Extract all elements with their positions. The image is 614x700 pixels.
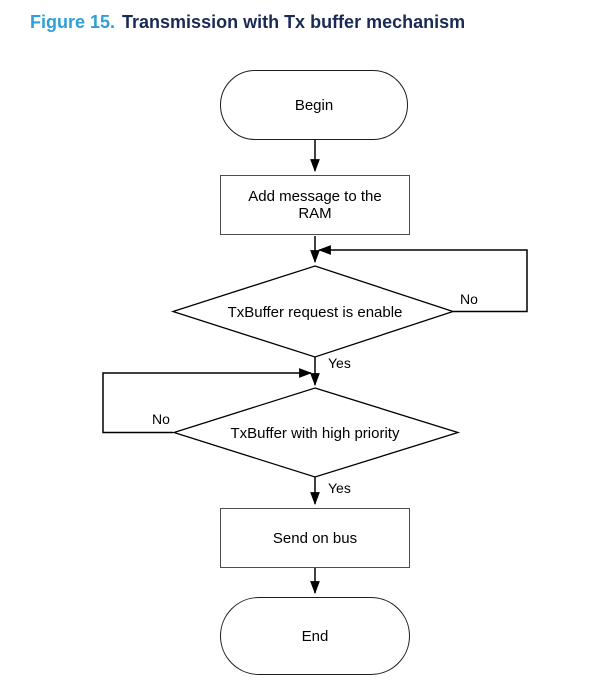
figure-title: Transmission with Tx buffer mechanism [122,12,466,32]
node-end: End [220,597,410,675]
node-begin-label: Begin [294,96,334,114]
decision-txbuffer-priority-shape [171,387,461,478]
edge-priority-no-feedback-loop [102,368,313,434]
edge-label-priority-yes: Yes [328,480,351,496]
edge-request-no-feedback-loop [317,245,528,313]
edge-label-request-yes: Yes [328,355,351,371]
decision-txbuffer-priority-label: TxBuffer with high priority [230,425,400,442]
edge-label-priority-no: No [152,411,170,427]
edge-label-request-no: No [460,291,478,307]
node-end-label: End [301,627,329,645]
node-send-on-bus-label: Send on bus [272,529,358,547]
figure-number: Figure 15. [30,12,116,32]
figure-caption: Figure 15. Transmission with Tx buffer me… [30,10,465,34]
node-begin: Begin [220,70,408,140]
decision-txbuffer-request-shape [170,265,456,358]
node-add-message-to-ram: Add message to the RAM [220,175,410,235]
node-add-message-label: Add message to the RAM [248,188,382,222]
decision-txbuffer-request-label: TxBuffer request is enable [227,304,403,321]
node-send-on-bus: Send on bus [220,508,410,568]
